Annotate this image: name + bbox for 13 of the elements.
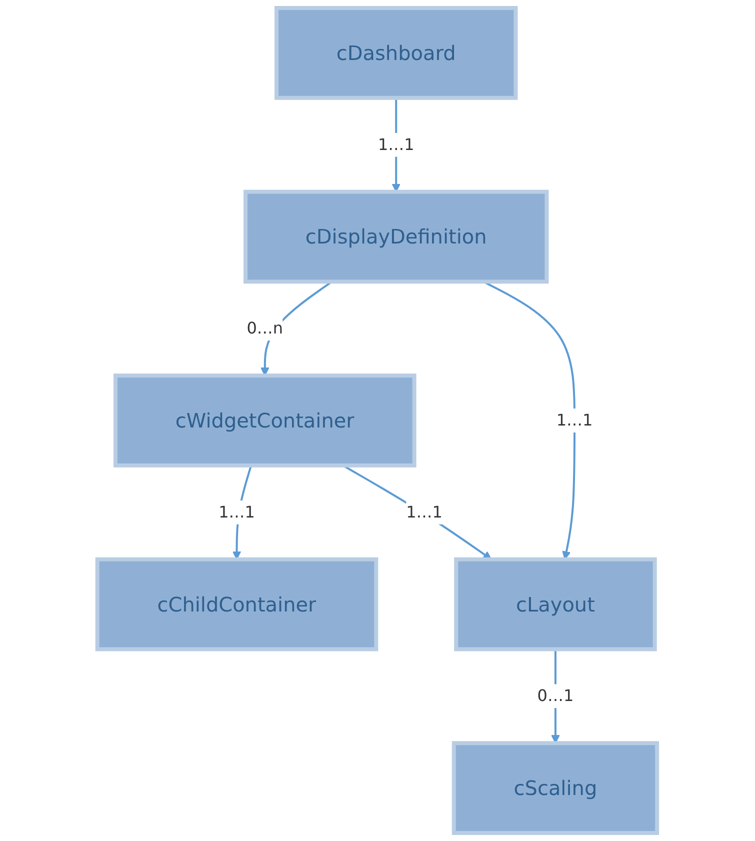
node-box: cChildContainer (96, 557, 378, 652)
edge-label: 0…1 (538, 686, 574, 706)
node-box: cScaling (452, 741, 660, 835)
node-box: cDashboard (274, 6, 518, 100)
edge-label: 1…1 (218, 502, 256, 522)
node-box: cWidgetContainer (114, 374, 417, 468)
edge-label: 1…1 (556, 410, 593, 430)
edge-label: 1…1 (406, 502, 443, 522)
edge-label: 1…1 (378, 134, 415, 154)
node-box: cLayout (454, 557, 658, 652)
edge-label: 0…n (247, 318, 284, 338)
node-box: cDisplayDefinition (244, 190, 549, 284)
arrow (342, 464, 492, 560)
